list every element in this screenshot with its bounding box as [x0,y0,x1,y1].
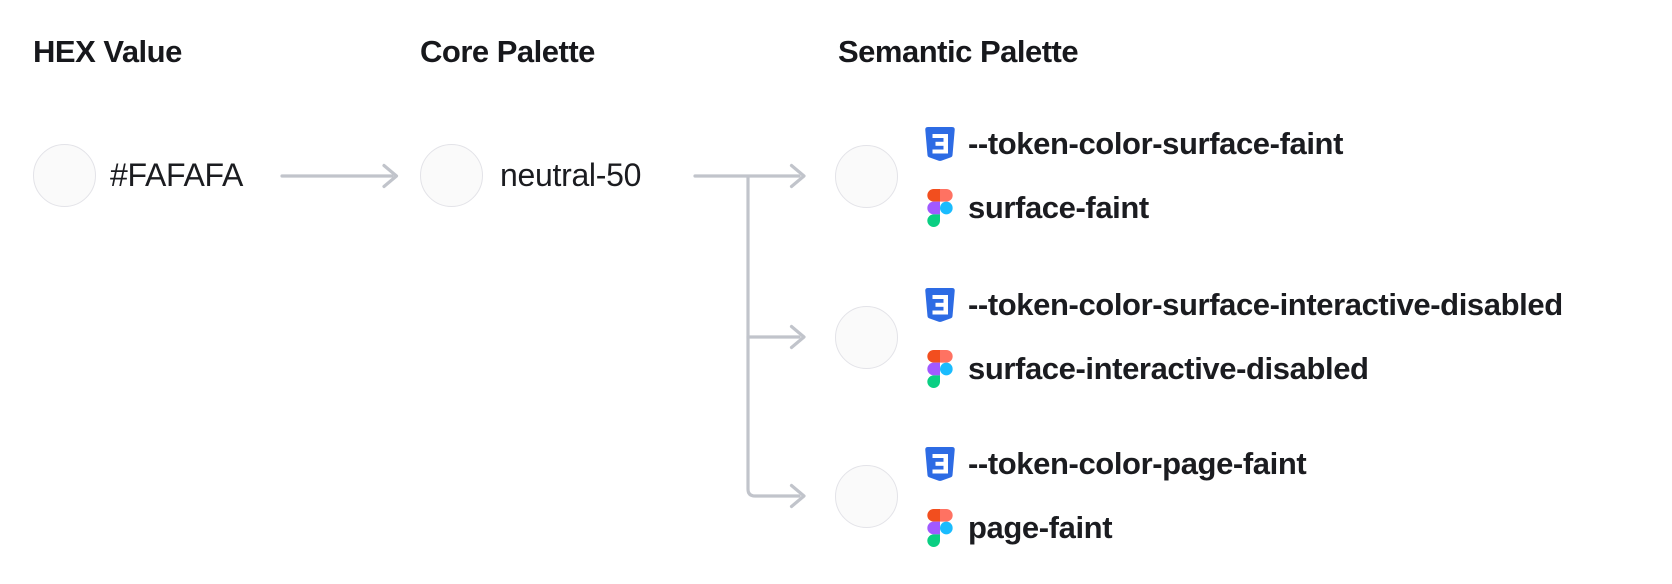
arrowhead-core-to-sem1 [789,163,806,189]
arrowhead-to-sem2 [789,324,806,350]
semantic-color-swatch [835,305,898,369]
semantic-token-item: --token-color-page-faint page-faint [835,444,1307,548]
hex-value-label: #FAFAFA [110,157,244,193]
css3-icon [925,445,955,483]
css-token-line: --token-color-surface-interactive-disabl… [925,286,1563,324]
css-variable-label: --token-color-page-faint [968,446,1307,481]
css-token-line: --token-color-page-faint [925,445,1307,483]
semantic-token-item: --token-color-surface-faint surface-fain… [835,124,1343,228]
figma-token-line: page-faint [925,509,1306,547]
figma-token-label: surface-interactive-disabled [968,351,1369,386]
trunk-to-sem3 [746,175,801,498]
arrowhead-to-sem3 [789,483,806,509]
figma-token-label: page-faint [968,510,1113,545]
css3-icon [925,286,955,324]
core-palette-label: neutral-50 [500,157,642,193]
semantic-token-item: --token-color-surface-interactive-disabl… [835,285,1563,389]
core-color-swatch [420,144,483,207]
figma-icon [925,509,955,547]
core-palette-node: neutral-50 [420,144,641,207]
hex-value-heading: HEX Value [33,34,182,69]
css3-icon [925,125,955,163]
hex-color-swatch [33,144,96,207]
arrowhead-hex-to-core [382,163,399,189]
figma-icon [925,350,955,388]
core-palette-heading: Core Palette [420,34,595,69]
css-token-line: --token-color-surface-faint [925,125,1343,163]
css-variable-label: --token-color-surface-interactive-disabl… [968,287,1563,322]
css-variable-label: --token-color-surface-faint [968,126,1344,161]
hex-value-node: #FAFAFA [33,144,243,207]
figma-icon [925,189,955,227]
figma-token-line: surface-faint [925,189,1343,227]
figma-token-label: surface-faint [968,190,1149,225]
figma-token-line: surface-interactive-disabled [925,350,1563,388]
semantic-color-swatch [835,144,898,208]
semantic-palette-heading: Semantic Palette [838,34,1079,69]
semantic-color-swatch [835,464,898,528]
